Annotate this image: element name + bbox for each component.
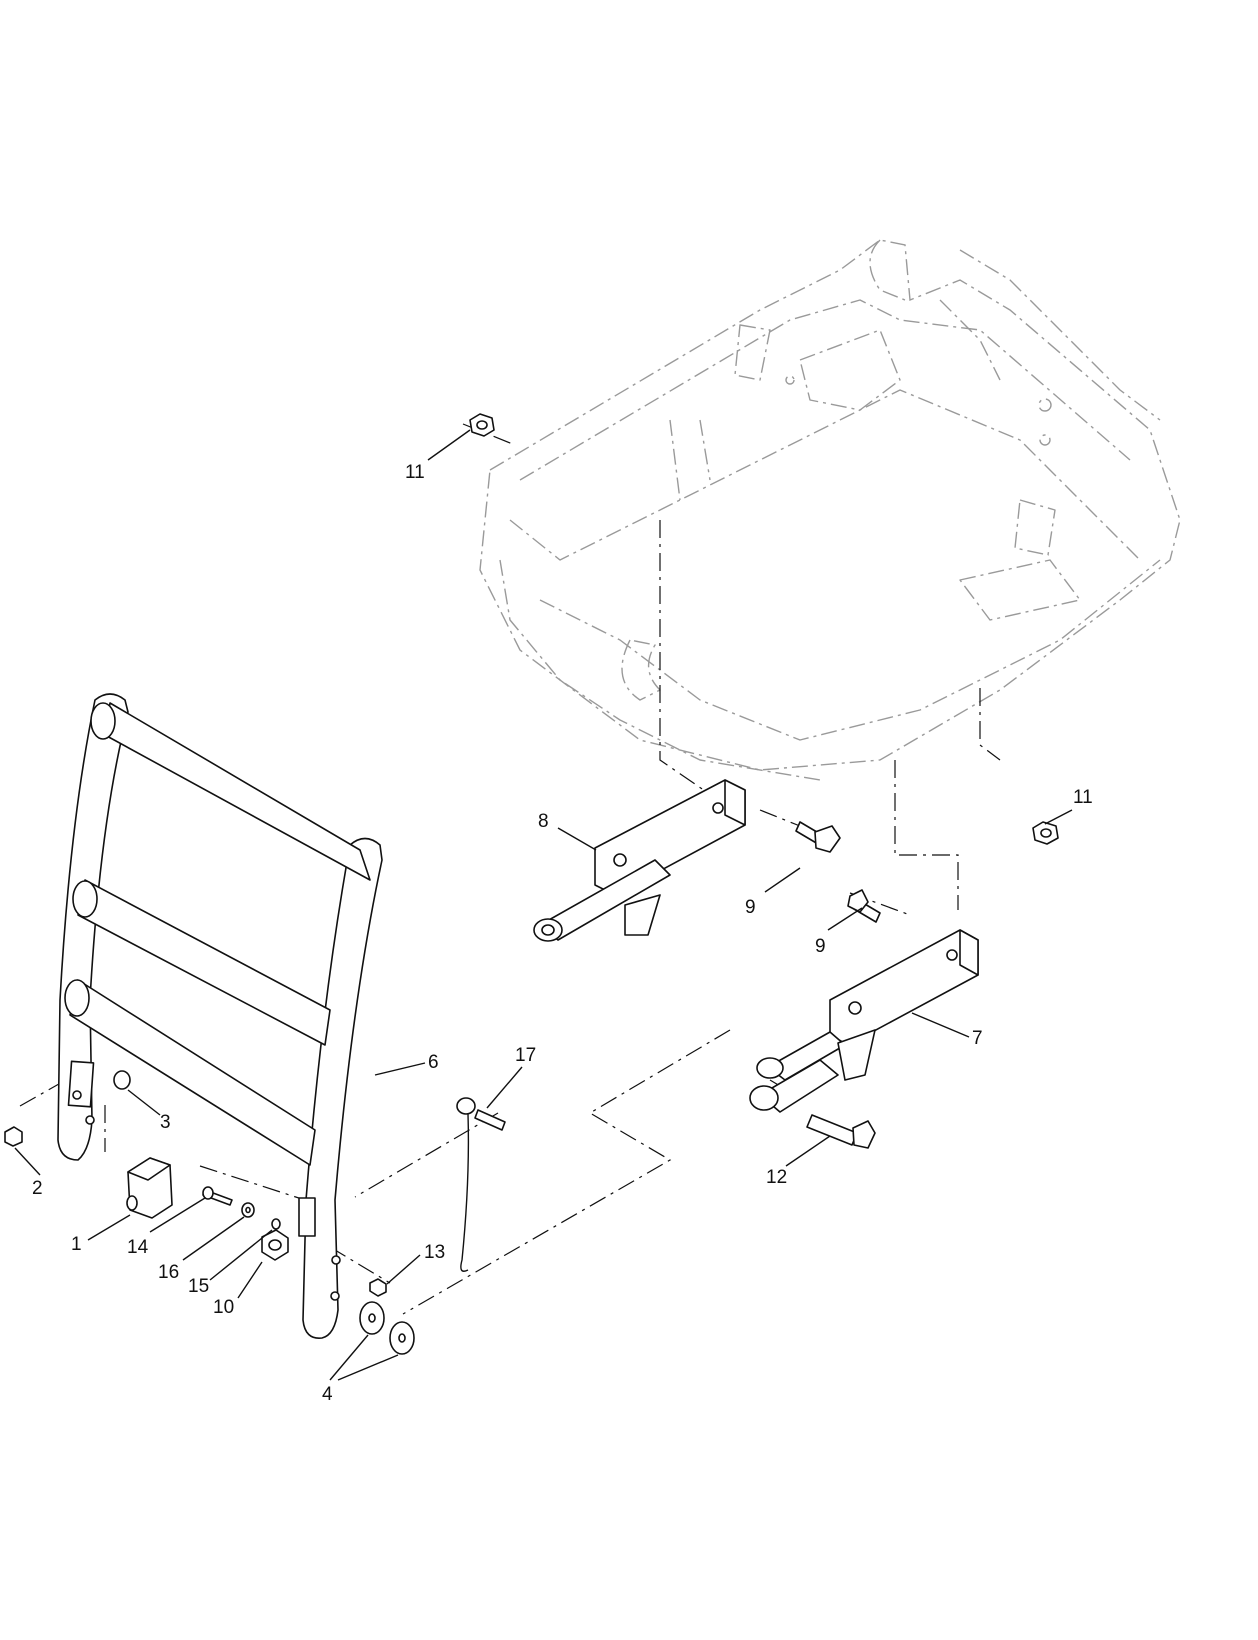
callout-13: 13	[424, 1242, 445, 1263]
bolt-12	[806, 1114, 858, 1146]
leader-lines	[14, 429, 1073, 1381]
hanger-bracket-right	[749, 929, 979, 1113]
lynch-pin-17	[474, 1109, 506, 1131]
callout-2: 2	[32, 1178, 43, 1199]
callout-3: 3	[160, 1112, 171, 1133]
callout-11-upper: 11	[405, 462, 425, 483]
callout-11-lower: 11	[1073, 787, 1093, 808]
hanger-bracket-left	[533, 779, 746, 942]
callout-6: 6	[428, 1052, 439, 1073]
hardware	[4, 413, 1059, 1355]
callout-1: 1	[71, 1234, 82, 1255]
callout-16: 16	[158, 1262, 179, 1283]
callout-7: 7	[972, 1028, 983, 1049]
washer-15	[271, 1218, 281, 1230]
callout-9-lower: 9	[815, 936, 826, 957]
callout-10: 10	[213, 1297, 234, 1318]
callout-4: 4	[322, 1384, 333, 1405]
nut-13	[369, 1278, 387, 1297]
knob-3	[113, 1070, 131, 1090]
nut-2	[4, 1126, 23, 1147]
mower-frame-phantom	[479, 239, 1181, 781]
callout-12: 12	[766, 1167, 787, 1188]
callout-15: 15	[188, 1276, 209, 1297]
bumper-guard	[57, 693, 383, 1339]
callout-9-upper: 9	[745, 897, 756, 918]
callout-8: 8	[538, 811, 549, 832]
callout-17: 17	[515, 1045, 536, 1066]
callout-labels: 1 2 3 4 6 7 8 9 9 10 11 11 12 13 14 15 1…	[32, 462, 1093, 1405]
callout-14: 14	[127, 1237, 149, 1258]
